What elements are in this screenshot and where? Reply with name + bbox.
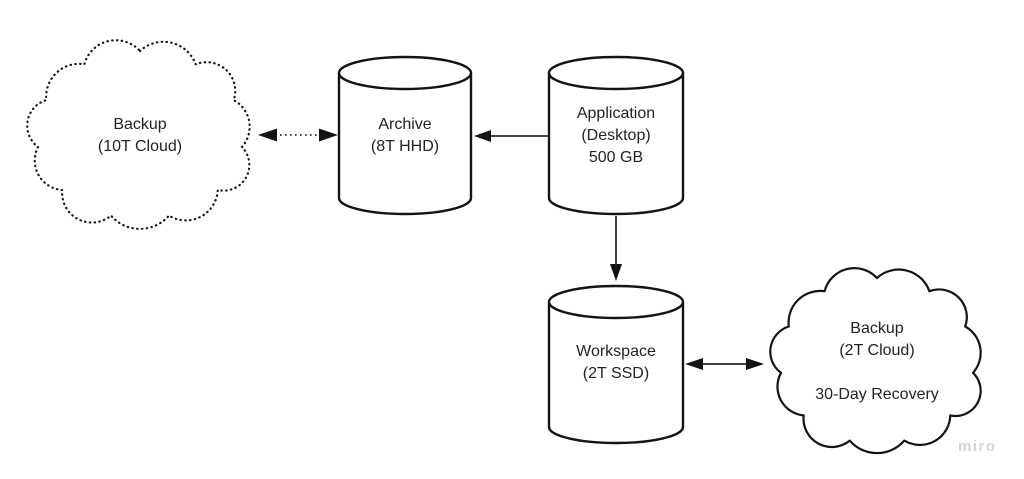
edge-application-archive[interactable] (474, 130, 549, 142)
cylinder-shape-archive[interactable] (337, 55, 473, 216)
cylinder-body (547, 73, 685, 216)
miro-watermark: miro (958, 438, 997, 455)
edge-application-workspace[interactable] (610, 216, 622, 281)
arrowhead-left-icon (685, 358, 703, 370)
cylinder-top (547, 284, 685, 320)
cylinder-body (337, 73, 473, 216)
arrowhead-right-icon (746, 358, 764, 370)
cylinder-body (547, 302, 685, 445)
cylinder-top (547, 55, 685, 91)
cylinder-shape-workspace[interactable] (547, 284, 685, 445)
edge-workspace-backup2t[interactable] (685, 358, 764, 370)
edge-backup10t-archive[interactable] (258, 128, 338, 142)
arrowhead-left-icon (258, 128, 277, 142)
cylinder-top (337, 55, 473, 91)
arrowhead-left-icon (474, 130, 491, 142)
cylinder-shape-application[interactable] (547, 55, 685, 216)
arrowhead-right-icon (319, 128, 338, 142)
cloud-shape-backup-10t[interactable] (26, 39, 251, 230)
cloud-shape-backup-2t[interactable] (769, 267, 982, 455)
arrowhead-down-icon (610, 264, 622, 281)
